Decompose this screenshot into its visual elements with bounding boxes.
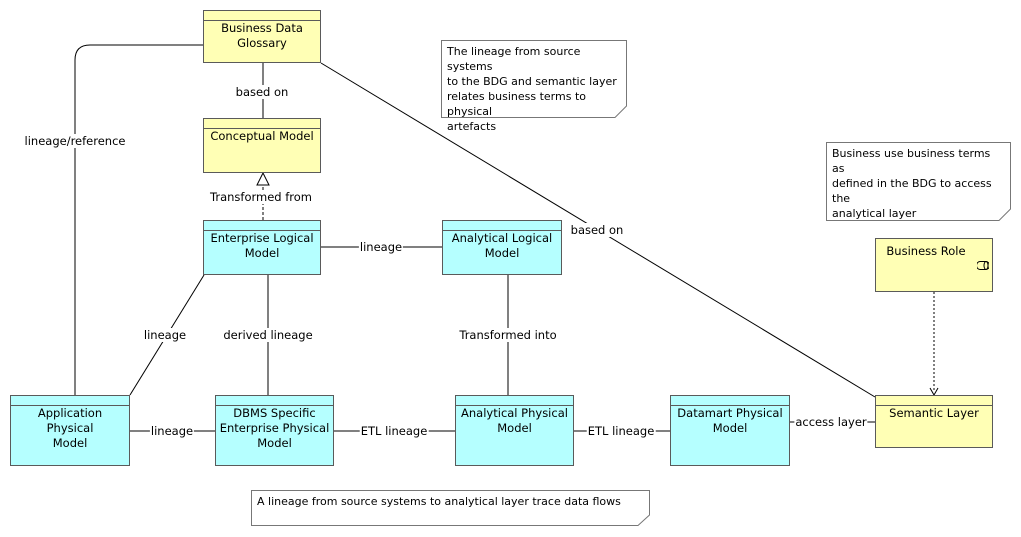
application-physical-model[interactable]: Application Physical Model [10,395,130,466]
analytical-physical-model[interactable]: Analytical Physical Model [455,395,574,466]
element-title: Analytical Logical Model [451,231,553,260]
note-text: Business use business terms as defined i… [832,147,992,220]
element-header [443,221,561,231]
label-based-on-semantic: based on [569,223,625,237]
note-outline [441,40,627,118]
element-title: Enterprise Logical Model [210,231,314,260]
label-derived-lineage: derived lineage [222,328,314,342]
element-title: Analytical Physical Model [461,406,568,435]
label-transformed-into: Transformed into [458,328,558,342]
note-trace[interactable]: A lineage from source systems to analyti… [251,490,650,526]
element-header [876,396,992,406]
element-title: Datamart Physical Model [677,406,783,435]
label-lineage-elm-alm: lineage [358,240,404,254]
edge-elm-conceptual-arrowhead [256,171,270,186]
element-title: Semantic Layer [889,406,979,420]
note-outline [251,490,650,526]
element-header [671,396,789,406]
element-title: Business Data Glossary [221,21,303,50]
element-header [204,221,320,231]
element-title: Conceptual Model [210,129,314,143]
label-access-layer: access layer [794,415,868,429]
dbms-specific-enterprise-physical-model[interactable]: DBMS Specific Enterprise Physical Model [215,395,334,466]
label-lineage-reference: lineage/reference [23,134,127,148]
label-etl-lineage-dbms-apm: ETL lineage [359,424,429,438]
label-transformed-from: Transformed from [209,190,313,204]
business-data-glossary[interactable]: Business Data Glossary [203,10,321,63]
label-lineage-elm-app: lineage [142,328,188,342]
note-outline [826,142,1011,221]
note-text: The lineage from source systems to the B… [447,45,617,133]
business-role-icon [977,261,989,270]
element-header [204,119,320,129]
edge-bdg-app [74,44,203,395]
element-header [204,11,320,21]
element-header [216,396,333,406]
element-header [456,396,573,406]
note-lineage-bdg[interactable]: The lineage from source systems to the B… [441,40,627,133]
note-business-use[interactable]: Business use business terms as defined i… [826,142,1011,221]
datamart-physical-model[interactable]: Datamart Physical Model [670,395,790,466]
label-etl-lineage-apm-datamart: ETL lineage [586,424,656,438]
element-title: Business Role [886,244,966,258]
element-header [11,396,129,406]
enterprise-logical-model[interactable]: Enterprise Logical Model [203,220,321,275]
business-role[interactable]: Business Role [875,238,993,292]
element-title: DBMS Specific Enterprise Physical Model [219,406,330,450]
label-based-on-conceptual: based on [234,85,290,99]
analytical-logical-model[interactable]: Analytical Logical Model [442,220,562,275]
label-lineage-app-dbms: lineage [149,424,195,438]
conceptual-model[interactable]: Conceptual Model [203,118,321,173]
semantic-layer[interactable]: Semantic Layer [875,395,993,448]
note-text: A lineage from source systems to analyti… [257,495,621,508]
element-title: Application Physical Model [37,406,103,450]
